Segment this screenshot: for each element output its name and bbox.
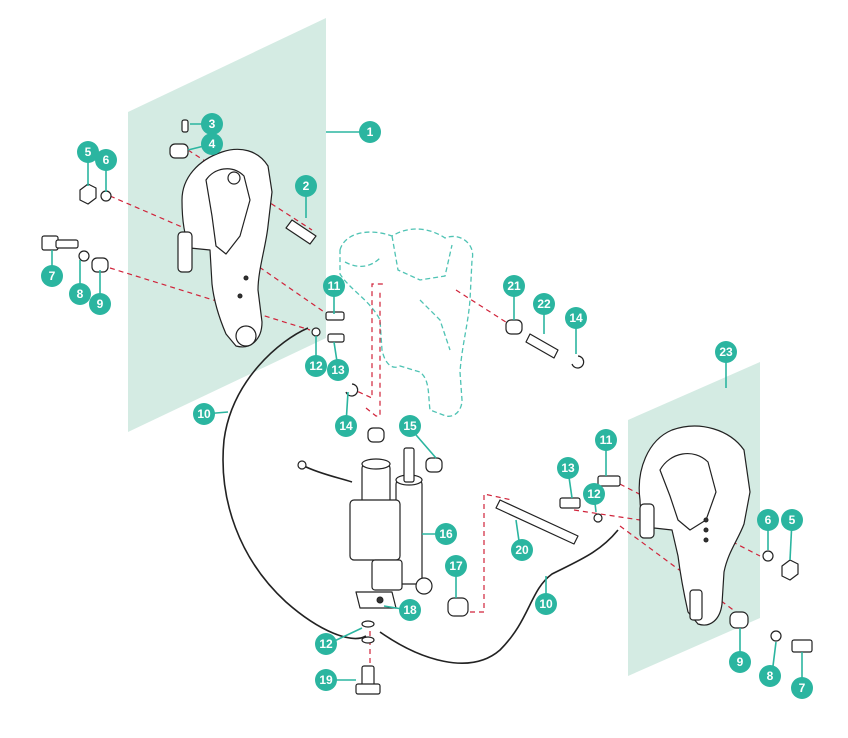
callout-13-left: 13 [327, 359, 349, 381]
callout-12-bottom: 12 [315, 633, 337, 655]
callout-8-left: 8 [69, 283, 91, 305]
svg-text:8: 8 [767, 669, 774, 683]
callout-15: 15 [399, 415, 421, 437]
svg-text:3: 3 [209, 117, 216, 131]
callout-18: 18 [399, 599, 421, 621]
svg-text:15: 15 [403, 419, 417, 433]
svg-text:12: 12 [587, 487, 601, 501]
ground-cable-left [222, 327, 367, 640]
ground-cable-right [379, 529, 619, 664]
svg-text:20: 20 [515, 543, 529, 557]
callout-12-left: 12 [305, 355, 327, 377]
svg-text:16: 16 [439, 527, 453, 541]
callout-2: 2 [295, 175, 317, 197]
callout-4: 4 [201, 133, 223, 155]
callout-6-left: 6 [95, 149, 117, 171]
svg-text:5: 5 [789, 513, 796, 527]
svg-text:14: 14 [569, 311, 583, 325]
svg-text:9: 9 [97, 297, 104, 311]
small-parts [41, 119, 813, 695]
svg-text:12: 12 [319, 637, 333, 651]
callout-7-right: 7 [791, 677, 813, 699]
svg-text:4: 4 [209, 137, 216, 151]
svg-text:14: 14 [339, 419, 353, 433]
ghost-swivel-bracket [339, 228, 474, 417]
callout-21: 21 [503, 275, 525, 297]
svg-text:17: 17 [449, 559, 463, 573]
svg-text:5: 5 [85, 145, 92, 159]
callout-22: 22 [533, 293, 555, 315]
svg-text:21: 21 [507, 279, 521, 293]
callout-10-right: 10 [535, 593, 557, 615]
callout-8-right: 8 [759, 665, 781, 687]
svg-text:7: 7 [49, 269, 56, 283]
svg-text:18: 18 [403, 603, 417, 617]
svg-text:11: 11 [600, 433, 613, 447]
callout-12-right: 12 [583, 483, 605, 505]
callout-11-left: 11 [323, 275, 345, 297]
callout-23: 23 [715, 341, 737, 363]
callout-7-left: 7 [41, 265, 63, 287]
callout-5-right: 5 [781, 509, 803, 531]
svg-text:23: 23 [719, 345, 733, 359]
callout-9-right: 9 [729, 651, 751, 673]
svg-text:9: 9 [737, 655, 744, 669]
callout-20: 20 [511, 539, 533, 561]
callout-19: 19 [315, 669, 337, 691]
callout-1: 1 [359, 121, 381, 143]
svg-text:13: 13 [331, 363, 345, 377]
right-clamp-bracket [638, 425, 751, 626]
svg-text:6: 6 [103, 153, 110, 167]
callout-5-left: 5 [77, 141, 99, 163]
svg-text:19: 19 [319, 673, 333, 687]
svg-text:1: 1 [367, 125, 374, 139]
svg-text:10: 10 [197, 407, 211, 421]
callout-3: 3 [201, 113, 223, 135]
svg-text:8: 8 [77, 287, 84, 301]
svg-text:6: 6 [765, 513, 772, 527]
svg-text:10: 10 [539, 597, 553, 611]
callout-13-right: 13 [557, 457, 579, 479]
left-clamp-bracket [177, 148, 273, 348]
callout-6-right: 6 [757, 509, 779, 531]
callout-9-left: 9 [89, 293, 111, 315]
tilt-cylinder [297, 447, 433, 609]
callout-14-left: 14 [335, 415, 357, 437]
callout-14-right: 14 [565, 307, 587, 329]
callout-16: 16 [435, 523, 457, 545]
callout-11-right: 11 [595, 429, 617, 451]
svg-text:22: 22 [537, 297, 551, 311]
svg-text:13: 13 [561, 461, 575, 475]
callout-17: 17 [445, 555, 467, 577]
svg-text:2: 2 [303, 179, 310, 193]
svg-text:7: 7 [799, 681, 806, 695]
svg-text:12: 12 [309, 359, 323, 373]
callout-10-left: 10 [193, 403, 215, 425]
svg-text:11: 11 [328, 279, 341, 293]
